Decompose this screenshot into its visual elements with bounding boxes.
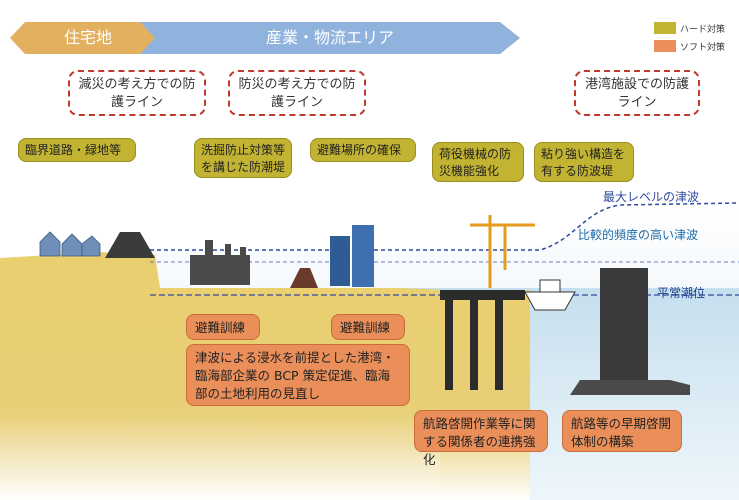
- crane: [470, 215, 535, 288]
- pier: [440, 290, 525, 390]
- flood-wall: [290, 268, 318, 288]
- legend-hard-label: ハード対策: [680, 25, 726, 35]
- legend-soft-swatch: [654, 40, 676, 52]
- residential-label: 住宅地: [63, 28, 112, 47]
- legend-hard-swatch: [654, 22, 676, 34]
- breakwater-box: 粘り強い構造を有する防波堤: [534, 142, 634, 182]
- frequent-tsunami-label: 比較的頻度の高い津波: [578, 228, 699, 242]
- channel-restore-box: 航路等の早期啓開体制の構築: [562, 410, 682, 452]
- coastal-road-mound: [105, 232, 155, 258]
- residential-chevron: [10, 22, 165, 54]
- coordination-box: 航路啓開作業等に関する関係者の連携強化: [414, 410, 548, 467]
- coastal-road-box: 臨界道路・緑地等: [18, 138, 136, 162]
- prevention-line-box: 防災の考え方での防護ライン: [228, 70, 366, 116]
- industrial-label: 産業・物流エリア: [265, 28, 394, 47]
- drill-right-box: 避難訓練: [331, 314, 405, 340]
- industrial-chevron: [140, 22, 520, 54]
- quay-block: [440, 290, 530, 500]
- evacuation-site-box: 避難場所の確保: [310, 138, 416, 162]
- cargo-equipment-box: 荷役機械の防災機能強化: [432, 142, 524, 182]
- bcp-box: 津波による浸水を前提とした港湾・臨海部企業の BCP 策定促進、臨海部の土地利用…: [186, 344, 410, 406]
- flood-wall-box: 洗掘防止対策等を講じた防潮堤: [194, 138, 292, 178]
- mitigation-line-box: 減災の考え方での防護ライン: [68, 70, 206, 116]
- legend-soft-label: ソフト対策: [680, 43, 726, 53]
- factory: [190, 240, 250, 285]
- houses: [39, 231, 101, 257]
- header-chevrons: [10, 22, 520, 54]
- breakwater: [600, 268, 648, 380]
- normal-tide-label: 平常潮位: [657, 286, 706, 300]
- max-tsunami-line: [150, 202, 739, 251]
- port-facility-line-box: 港湾施設での防護ライン: [574, 70, 700, 116]
- drill-left-box: 避難訓練: [186, 314, 260, 340]
- max-tsunami-label: 最大レベルの津波: [603, 190, 700, 204]
- evacuation-buildings: [330, 225, 374, 287]
